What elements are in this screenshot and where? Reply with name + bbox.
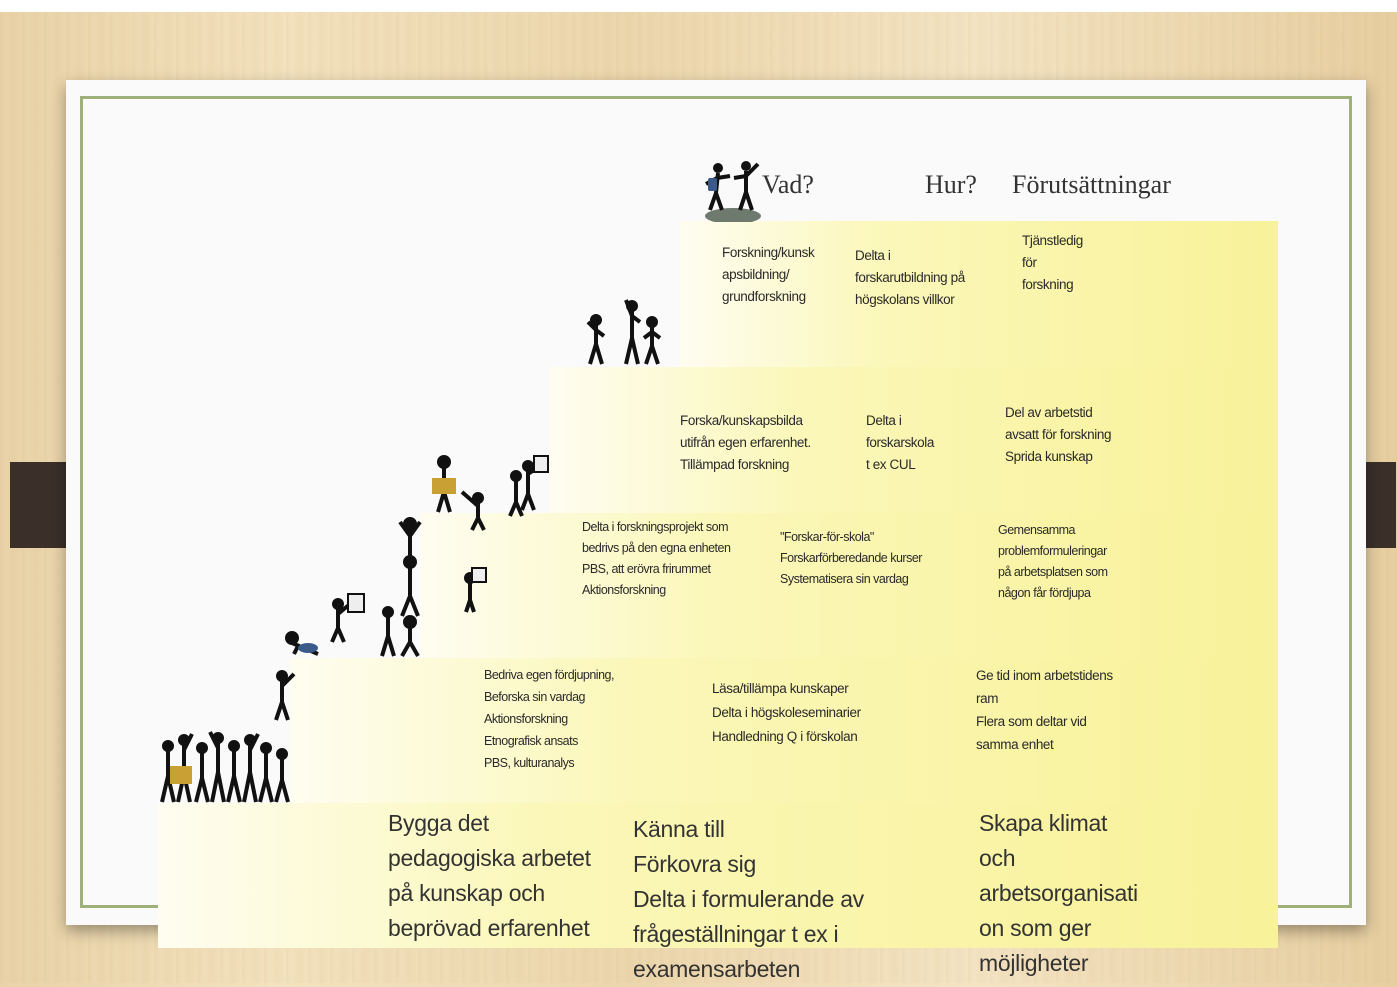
step3-conditions: Gemensamma problemformuleringar på arbet… — [998, 523, 1108, 600]
step3-how: "Forskar-för-skola" Forskarförberedande … — [780, 530, 922, 586]
step2-conditions: Ge tid inom arbetstidens ram Flera som d… — [976, 668, 1113, 752]
step5-how: Delta i forskarutbildning på högskolans … — [855, 248, 965, 307]
climbing-people-icon — [586, 299, 662, 365]
step4-what: Forska/kunskapsbilda utifrån egen erfare… — [680, 413, 811, 472]
step4-how: Delta i forskarskola t ex CUL — [866, 413, 934, 472]
step-2 — [290, 658, 1278, 803]
step1-conditions: Skapa klimat och arbetsorganisati on som… — [979, 810, 1138, 976]
step3-what: Delta i forskningsprojekt som bedrivs på… — [582, 520, 731, 597]
header-how: Hur? — [925, 170, 977, 199]
step1-how: Känna till Förkovra sig Delta i formuler… — [633, 816, 864, 982]
climbing-people-icon — [274, 631, 319, 721]
header-what: Vad? — [762, 170, 814, 199]
step5-conditions: Tjänstledig för forskning — [1022, 233, 1083, 292]
step-4 — [550, 367, 1278, 513]
step-3 — [420, 513, 1278, 658]
summit-people-icon — [705, 161, 761, 222]
top-edge — [0, 0, 1397, 12]
climbing-people-icon — [160, 731, 290, 803]
step5-what: Forskning/kunsk apsbildning/ grundforskn… — [722, 245, 815, 304]
climbing-people-icon — [330, 517, 487, 657]
step2-what: Bedriva egen fördjupning, Beforska sin v… — [484, 668, 614, 770]
climbing-people-icon — [432, 455, 549, 531]
step1-what: Bygga det pedagogiska arbetet på kunskap… — [388, 810, 591, 941]
step4-conditions: Del av arbetstid avsatt för forskning Sp… — [1005, 405, 1112, 464]
step-1 — [158, 803, 1278, 948]
step2-how: Läsa/tillämpa kunskaper Delta i högskole… — [712, 681, 861, 744]
step-5 — [680, 221, 1278, 367]
header-conditions: Förutsättningar — [1012, 170, 1171, 199]
